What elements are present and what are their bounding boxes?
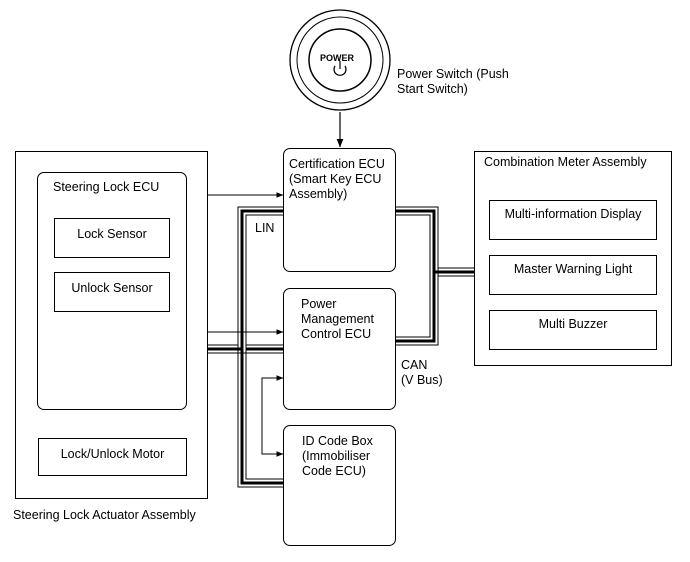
power-switch-label: Power Switch (Push Start Switch) [397,67,509,96]
power-management-ecu-box [283,288,396,410]
power-button-text: POWER [320,53,355,63]
id-code-box [283,425,396,546]
master-warning-light-box: Master Warning Light [489,255,657,295]
can-label: CAN (V Bus) [401,358,443,387]
multi-buzzer-box: Multi Buzzer [489,310,657,350]
multi-buzzer-label: Multi Buzzer [538,317,608,331]
lin-label: LIN [255,221,275,235]
certification-ecu-box [283,148,396,272]
id-code-box-label: ID Code Box (Immobiliser Code ECU) [302,434,373,478]
unlock-sensor-box: Unlock Sensor [54,272,170,312]
certification-ecu-label: Certification ECU (Smart Key ECU Assembl… [289,157,385,201]
power-idcode-link [261,375,284,457]
master-warning-light-label: Master Warning Light [513,262,633,276]
lin-bus [187,206,283,488]
lock-unlock-motor-box: Lock/Unlock Motor [38,438,187,476]
combination-meter-label: Combination Meter Assembly [484,155,647,169]
power-management-ecu-label: Power Management Control ECU [301,297,374,341]
multi-info-display-label: Multi-information Display [504,207,642,221]
power-switch-icon [289,9,391,111]
unlock-sensor-label: Unlock Sensor [71,281,153,295]
lock-sensor-label: Lock Sensor [77,227,147,241]
lock-unlock-motor-label: Lock/Unlock Motor [60,447,165,461]
multi-info-display-box: Multi-information Display [489,200,657,240]
can-bus [396,206,474,346]
steering-lock-actuator-label: Steering Lock Actuator Assembly [13,508,196,522]
lock-sensor-box: Lock Sensor [54,218,170,258]
steering-lock-ecu-label: Steering Lock ECU [53,180,160,194]
